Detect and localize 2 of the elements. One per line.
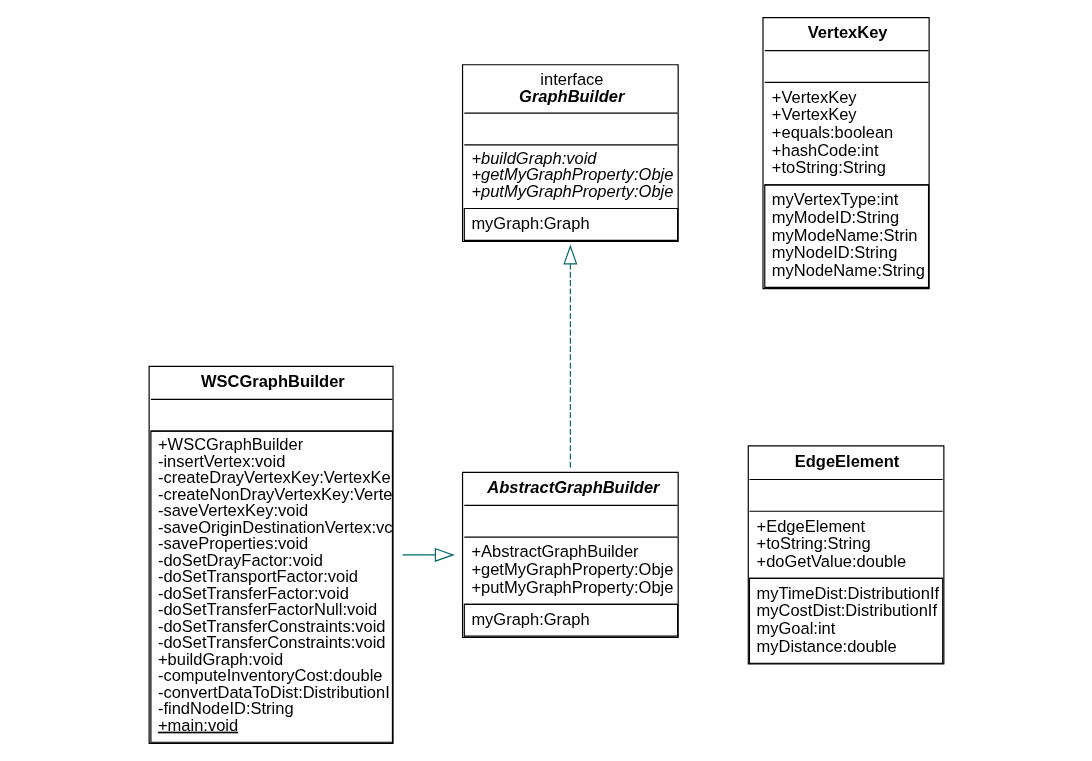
arrow: [401, 547, 455, 562]
arrow: [562, 244, 577, 469]
